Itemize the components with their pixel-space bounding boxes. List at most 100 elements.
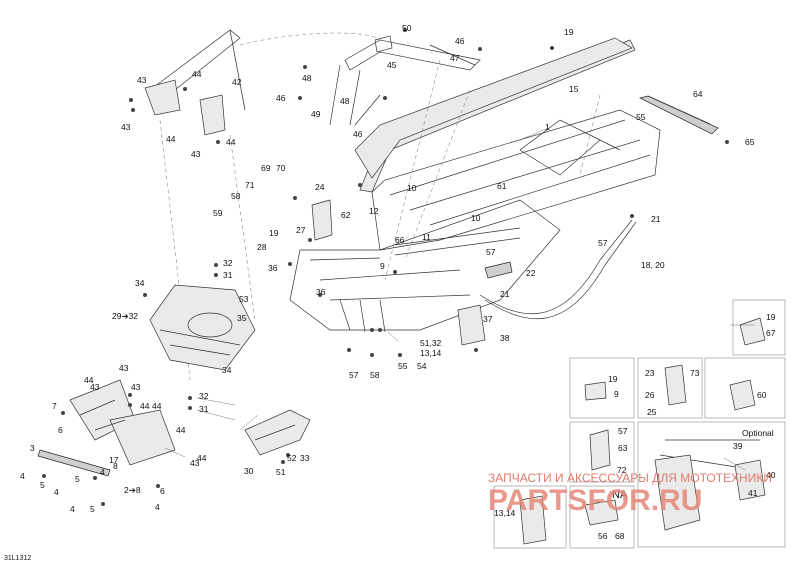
callout-8: 8 [113,461,118,471]
callout-45: 45 [387,60,397,70]
watermark-tagline: ЗАПЧАСТИ И АКСЕССУАРЫ ДЛЯ МОТОТЕХНИКИ [488,471,772,485]
callout-33: 33 [300,453,310,463]
callout-31: 31 [223,270,233,280]
callout-34: 34 [222,365,232,375]
callout-44: 44 [176,425,186,435]
callout-34: 34 [135,278,145,288]
callout-56: 56 [598,531,608,541]
callout-67: 67 [766,328,776,338]
bracket-24 [311,199,333,241]
callout-4: 4 [20,471,25,481]
callout-3: 3 [30,443,35,453]
watermark-logo: PARTSFOR.RU [488,484,702,517]
callout-25: 25 [647,407,657,417]
callout-44: 44 [166,134,176,144]
callout-36: 36 [268,263,278,273]
side-bracket [457,304,486,346]
callout-27: 27 [296,225,306,235]
callout-44: 44 [226,137,236,147]
callout-63: 63 [618,443,628,453]
inset-67 [732,299,786,356]
callout-58: 58 [370,370,380,380]
callout-44: 44 [192,69,202,79]
fasteners [42,28,729,506]
callout-21: 21 [651,214,661,224]
callout-10: 10 [407,183,417,193]
callout-61: 61 [497,181,507,191]
callout-49: 49 [311,109,321,119]
callout-4: 4 [155,502,160,512]
callout-13-14-inset: 13,14 [494,508,516,518]
inset-na [569,485,635,549]
callout-12: 12 [369,206,379,216]
callout-50: 50 [402,23,412,33]
callout-57: 57 [486,247,496,257]
steering-column-left [144,29,246,136]
callout-10: 10 [471,213,481,223]
diagram-code: 31L1312 [4,555,31,562]
callout-44: 44 [84,375,94,385]
inset-13-14 [493,485,567,549]
callout-19: 19 [564,27,574,37]
inset-optional [637,421,786,548]
steering-column-center [329,35,481,126]
callout-65: 65 [745,137,755,147]
callout-36: 36 [316,287,326,297]
na-label: NA [612,489,628,501]
callout-21: 21 [500,289,510,299]
callout-37: 37 [483,314,493,324]
callout-47: 47 [450,53,460,63]
callout-71: 71 [245,180,255,190]
callout-23: 23 [645,368,655,378]
callout-5: 5 [90,504,95,514]
callout-70: 70 [276,163,286,173]
callout-41: 41 [748,488,758,498]
tunnel-assembly [289,39,661,333]
callout-48: 48 [340,96,350,106]
callout-4: 4 [100,467,105,477]
callout-69: 69 [261,163,271,173]
inset-57-72 [569,421,635,483]
callout-24: 24 [315,182,325,192]
callout-44: 44 [152,401,162,411]
watermark: ЗАПЧАСТИ И АКСЕССУАРЫ ДЛЯ МОТОТЕХНИКИ PA… [488,471,772,517]
callout-53: 53 [239,294,249,304]
callout-43: 43 [119,363,129,373]
callout-labels: 1 2➔8 3 4 4 4 4 4 5 5 5 6 6 7 8 9 9 10 1… [20,23,776,541]
callout-17: 17 [109,455,119,465]
callout-57: 57 [618,426,628,436]
callout-4: 4 [54,487,59,497]
callout-6: 6 [58,425,63,435]
callout-18-20: 18, 20 [641,260,665,270]
callout-48: 48 [302,73,312,83]
running-board-rail [354,37,633,179]
front-cross-support [244,409,311,456]
callout-1: 1 [545,122,550,132]
callout-57: 57 [349,370,359,380]
callout-35: 35 [237,313,247,323]
callout-29-to-32: 29➔32 [112,311,138,321]
callout-19: 19 [269,228,279,238]
callout-43: 43 [137,75,147,85]
inset-9-19 [569,357,635,419]
callout-9: 9 [614,389,619,399]
callout-2-to-8: 2➔8 [124,485,141,495]
callout-46: 46 [455,36,465,46]
callout-54: 54 [417,361,427,371]
callout-46: 46 [276,93,286,103]
callout-7: 7 [52,401,57,411]
callout-64: 64 [693,89,703,99]
callout-39: 39 [733,441,743,451]
callout-32: 32 [199,391,209,401]
front-bumper-bracket [37,379,176,477]
callout-19: 19 [608,374,618,384]
callout-44: 44 [197,453,207,463]
callout-43: 43 [121,122,131,132]
leader-lines [164,127,755,471]
callout-5: 5 [40,480,45,490]
callout-58: 58 [231,191,241,201]
callout-51: 51 [276,467,286,477]
front-nose-pan [149,284,256,371]
callout-28: 28 [257,242,267,252]
